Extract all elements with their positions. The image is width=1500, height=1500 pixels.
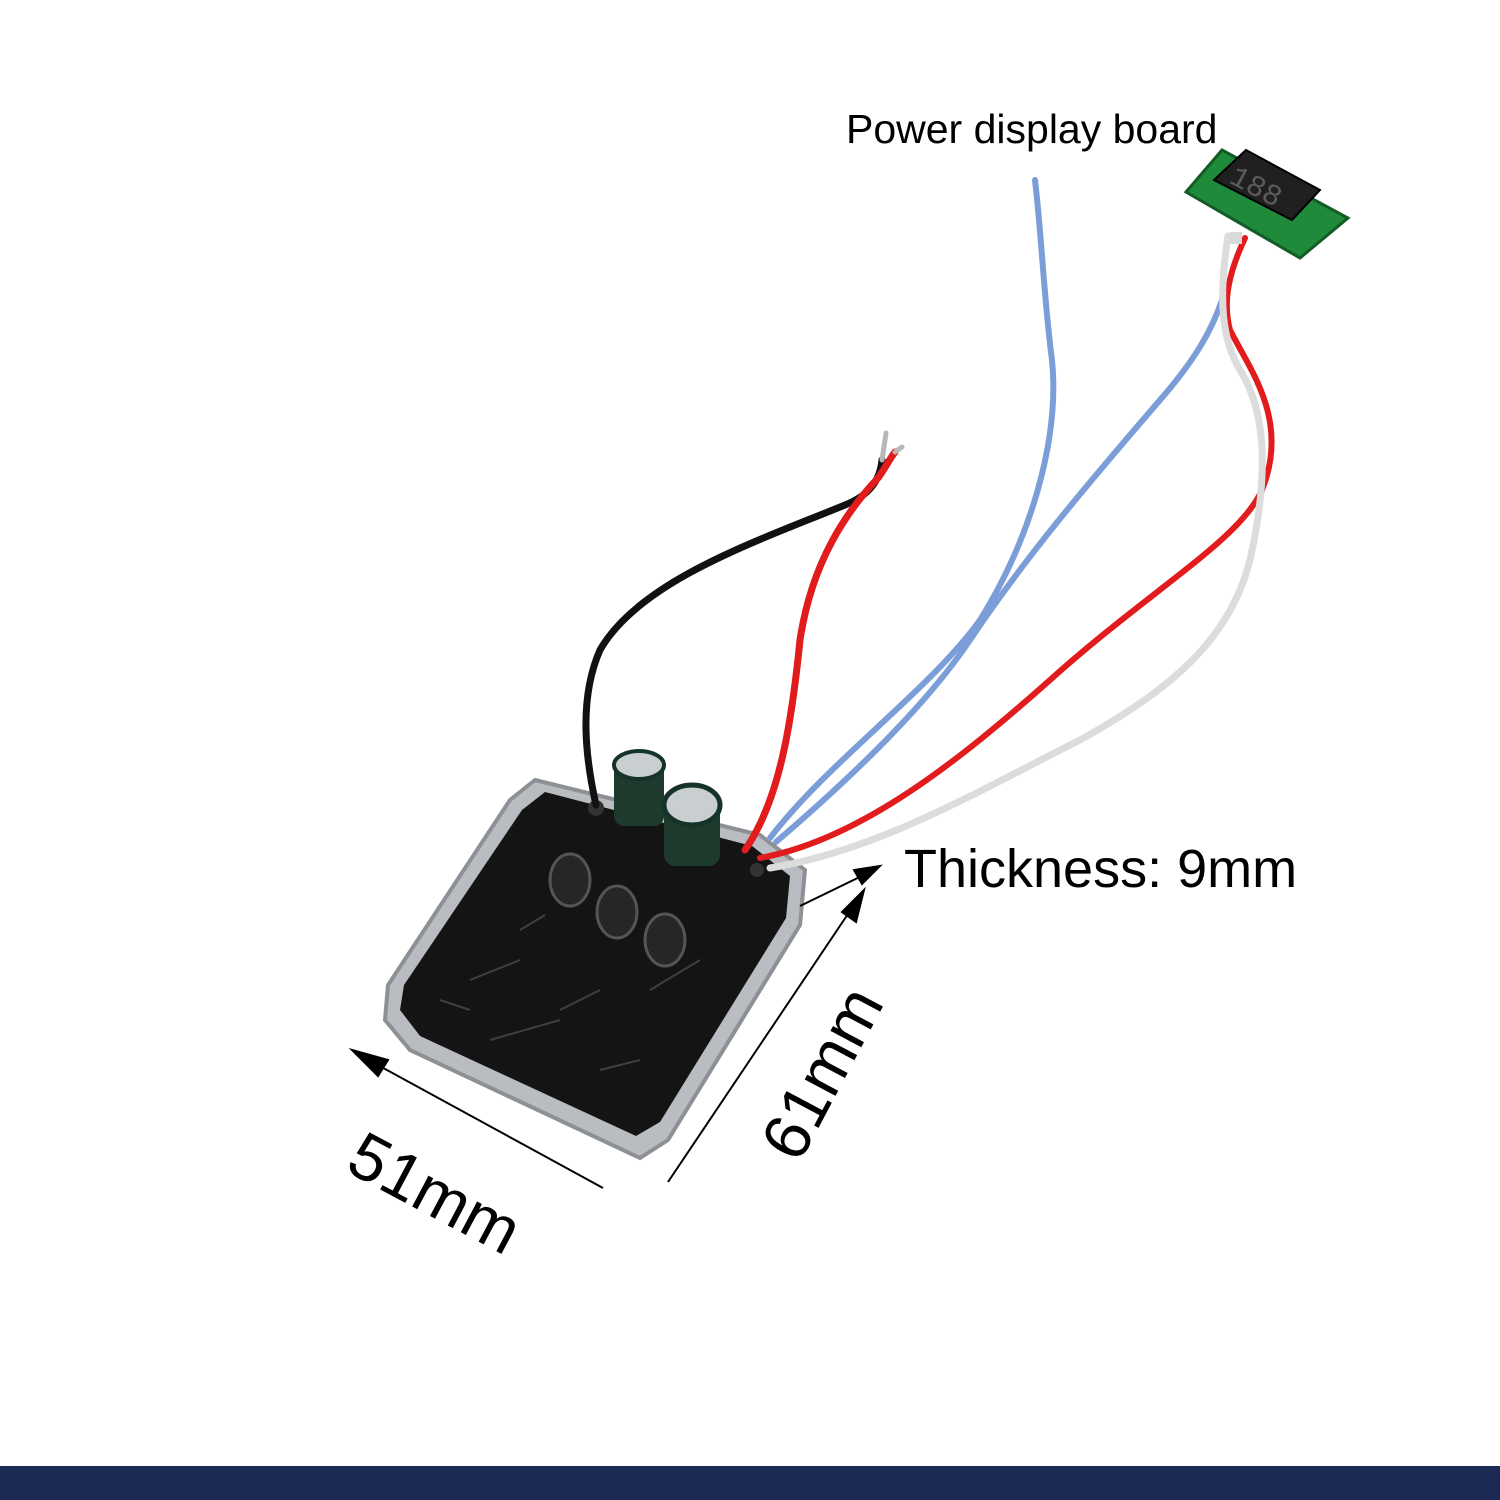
potting-texture [439,914,701,1071]
power-wires [582,430,905,854]
arrow-icon [852,864,883,886]
footer-bar [0,1466,1500,1500]
wire-white [766,232,1266,872]
capacitor-icon [661,782,723,866]
module-potting [400,792,790,1136]
wire-blue-1 [767,177,1057,841]
controller-module [382,749,808,1161]
potting-bumps [548,852,687,968]
dimension-length [667,886,866,1183]
seven-segment-display-icon [1212,148,1322,222]
wire-red-2 [757,235,1275,861]
power-display-board: 188 [1183,148,1351,260]
wire-red [741,448,899,854]
arrow-icon [840,886,866,924]
capacitor-icon [612,749,666,826]
wire-blue-2 [773,297,1225,845]
dimension-width [348,1048,604,1189]
arrow-icon [348,1048,390,1078]
display-board-label: Power display board [846,106,1218,152]
thickness-label: Thickness: 9mm [904,839,1298,899]
dimension-thickness [799,864,883,907]
display-wires [757,177,1275,872]
